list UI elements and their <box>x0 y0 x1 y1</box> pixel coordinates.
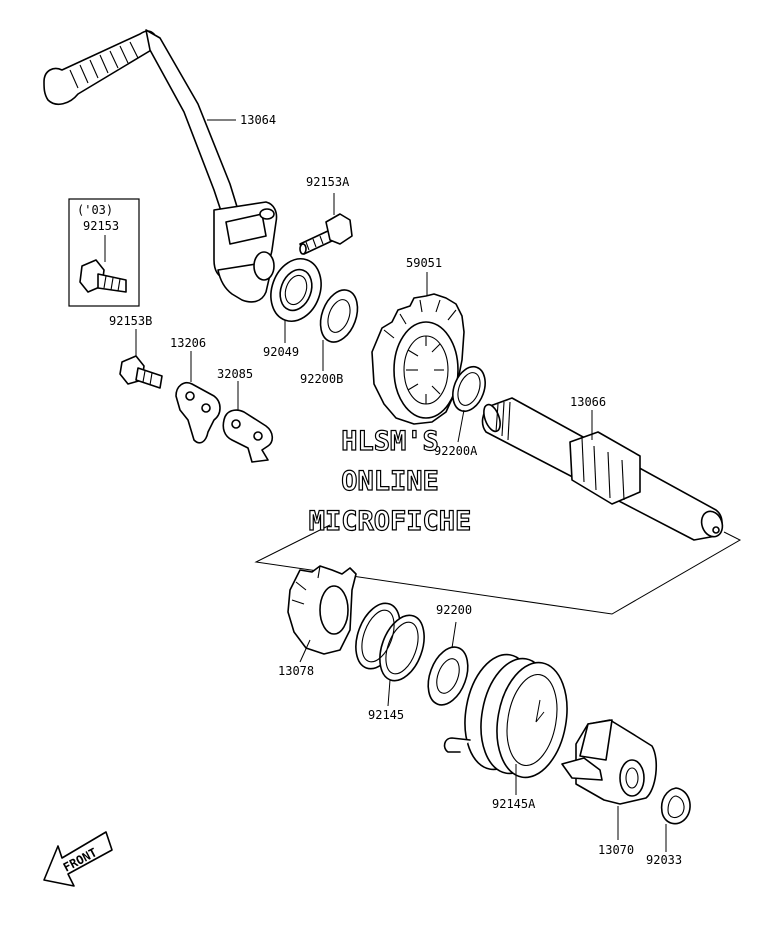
label-92049: 92049 <box>263 345 299 359</box>
label-92153A: 92153A <box>306 175 350 189</box>
kick-shaft-13066 <box>481 397 724 541</box>
bolt-92153A <box>299 213 353 255</box>
plate-32085 <box>222 409 274 463</box>
bolt-92153B <box>119 355 163 389</box>
watermark-line2: ONLINE <box>341 466 439 497</box>
watermark-line3: MICROFICHE <box>309 506 472 537</box>
label-13206: 13206 <box>170 336 206 350</box>
label-03: ('03) <box>77 203 113 217</box>
box-92153 <box>68 198 140 307</box>
label-92033: 92033 <box>646 853 682 867</box>
ratchet-gear-13078 <box>287 565 357 655</box>
holder-13070 <box>561 719 658 805</box>
label-13064: 13064 <box>240 113 276 127</box>
label-13070: 13070 <box>598 843 634 857</box>
label-92145: 92145 <box>368 708 404 722</box>
leader-lines <box>104 119 667 852</box>
label-92153B: 92153B <box>109 314 152 328</box>
kick-pedal-lever <box>43 29 278 303</box>
assembly-outline <box>254 524 742 615</box>
label-92153: 92153 <box>83 219 119 233</box>
spring-92145 <box>355 602 425 682</box>
label-32085: 32085 <box>217 367 253 381</box>
front-arrow-icon: FRONT <box>43 831 113 887</box>
label-13078: 13078 <box>278 664 314 678</box>
kick-gear-59051 <box>371 293 465 425</box>
label-92200B: 92200B <box>300 372 343 386</box>
washer-92200B <box>319 289 359 343</box>
label-59051: 59051 <box>406 256 442 270</box>
label-92145A: 92145A <box>492 797 536 811</box>
watermark-line1: HLSM'S <box>341 426 439 457</box>
circlip-92033 <box>660 787 691 825</box>
washer-92200 <box>427 646 469 706</box>
plate-13206 <box>175 381 221 444</box>
label-92200A: 92200A <box>434 444 478 458</box>
label-92200: 92200 <box>436 603 472 617</box>
washer-92200A <box>452 365 486 413</box>
label-13066: 13066 <box>570 395 606 409</box>
return-spring-92145A <box>443 653 568 779</box>
